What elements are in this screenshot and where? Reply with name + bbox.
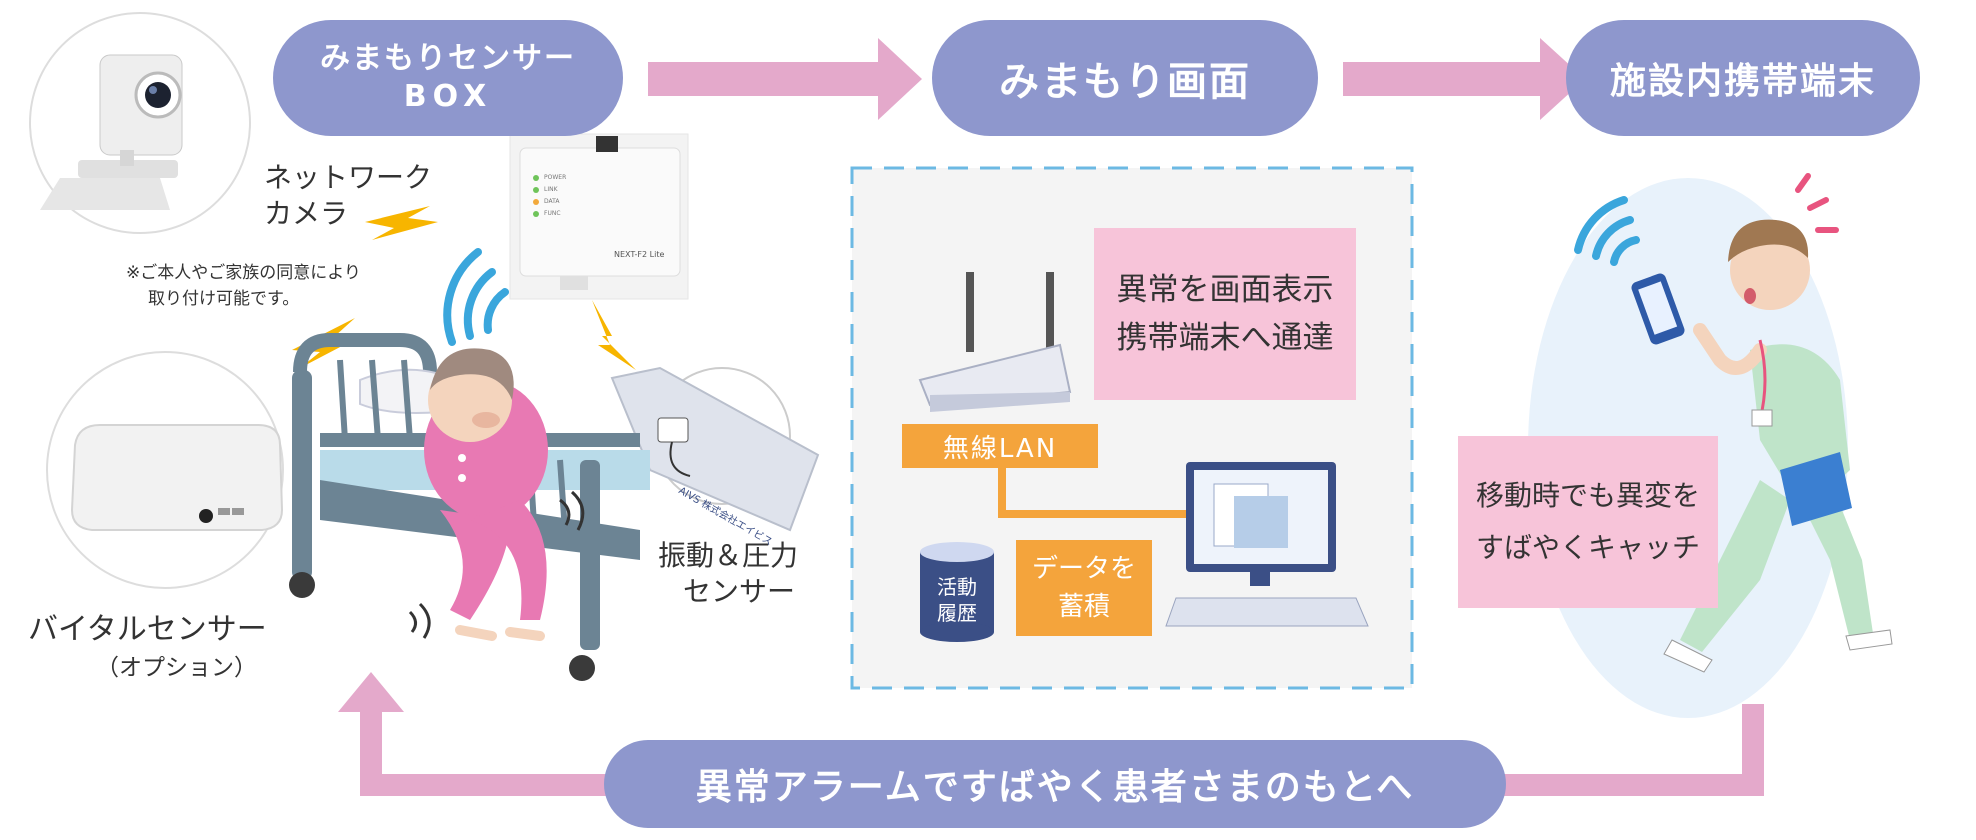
patient-icon [424, 348, 548, 641]
camera-label-line2: カメラ [264, 197, 349, 230]
history-label: 活動 履歴 [937, 575, 977, 625]
screen-notice-line1: 異常を画面表示 [1116, 272, 1334, 308]
vibration-label-line2: センサー [683, 575, 796, 608]
wifi-signal-icon [443, 248, 509, 346]
computer-icon [1165, 462, 1369, 627]
sensor-box-pill: みまもりセンサー BOX [273, 20, 623, 136]
sensor-box-brand: NEXT-F2 Lite [614, 250, 665, 259]
flow-arrow-box-to-screen [648, 38, 922, 120]
camera-label-line1: ネットワーク [264, 161, 433, 194]
screen-notice-box: 異常を画面表示 携帯端末へ通達 [1094, 228, 1356, 400]
network-camera-icon [29, 12, 251, 234]
data-store-label: データを 蓄積 [1016, 540, 1152, 636]
vibration-label-line1: 振動＆圧力 [658, 539, 799, 572]
camera-label: ネットワーク カメラ [264, 160, 432, 232]
alarm-pill: 異常アラームですばやく患者さまのもとへ [604, 740, 1506, 828]
wireless-lan-label: 無線LAN [902, 424, 1098, 468]
consent-note-line1: ※ご本人やご家族の同意により [126, 263, 361, 283]
nurse-icon [1663, 219, 1893, 673]
vital-sensor-label: バイタルセンサー [28, 612, 267, 647]
sensor-box-led-labels: POWER LINK DATA FUNC [544, 174, 567, 217]
lan-cable [998, 468, 1186, 518]
screen-notice-line2: 携帯端末へ通達 [1116, 320, 1334, 356]
phone-wifi-signal-icon [1574, 196, 1640, 266]
smartphone-icon [1631, 273, 1685, 345]
vital-sensor-icon [46, 351, 284, 589]
mobile-catch-box: 移動時でも異変を すばやくキャッチ [1458, 436, 1718, 608]
consent-note-line2: 取り付け可能です。 [148, 289, 300, 309]
consent-note: ※ご本人やご家族の同意により 取り付け可能です。 [126, 260, 361, 312]
vital-option-label: （オプション） [96, 655, 257, 681]
screen-label: みまもり画面 [999, 59, 1251, 105]
alert-marks [1795, 173, 1839, 233]
vibration-sensor-label: 振動＆圧力 センサー [658, 538, 798, 610]
flow-arrow-return-loop [338, 672, 1764, 796]
router-icon [918, 272, 1072, 412]
mobile-pill: 施設内携帯端末 [1566, 20, 1920, 136]
sensor-box-label-line2: BOX [403, 79, 493, 114]
mobile-label: 施設内携帯端末 [1609, 61, 1876, 102]
mobile-catch-line2: すばやくキャッチ [1475, 531, 1700, 564]
alarm-label: 異常アラームですばやく患者さまのもとへ [695, 767, 1415, 808]
sensor-box-label-line1: みまもりセンサー [320, 41, 576, 76]
screen-pill: みまもり画面 [932, 20, 1318, 136]
sensor-box-icon [509, 133, 689, 300]
database-icon [920, 542, 994, 642]
flow-arrow-screen-to-mobile [1343, 38, 1585, 120]
vibration-marks [408, 490, 585, 639]
pressure-pad-icon [610, 366, 820, 532]
mobile-catch-line1: 移動時でも異変を [1475, 479, 1700, 512]
